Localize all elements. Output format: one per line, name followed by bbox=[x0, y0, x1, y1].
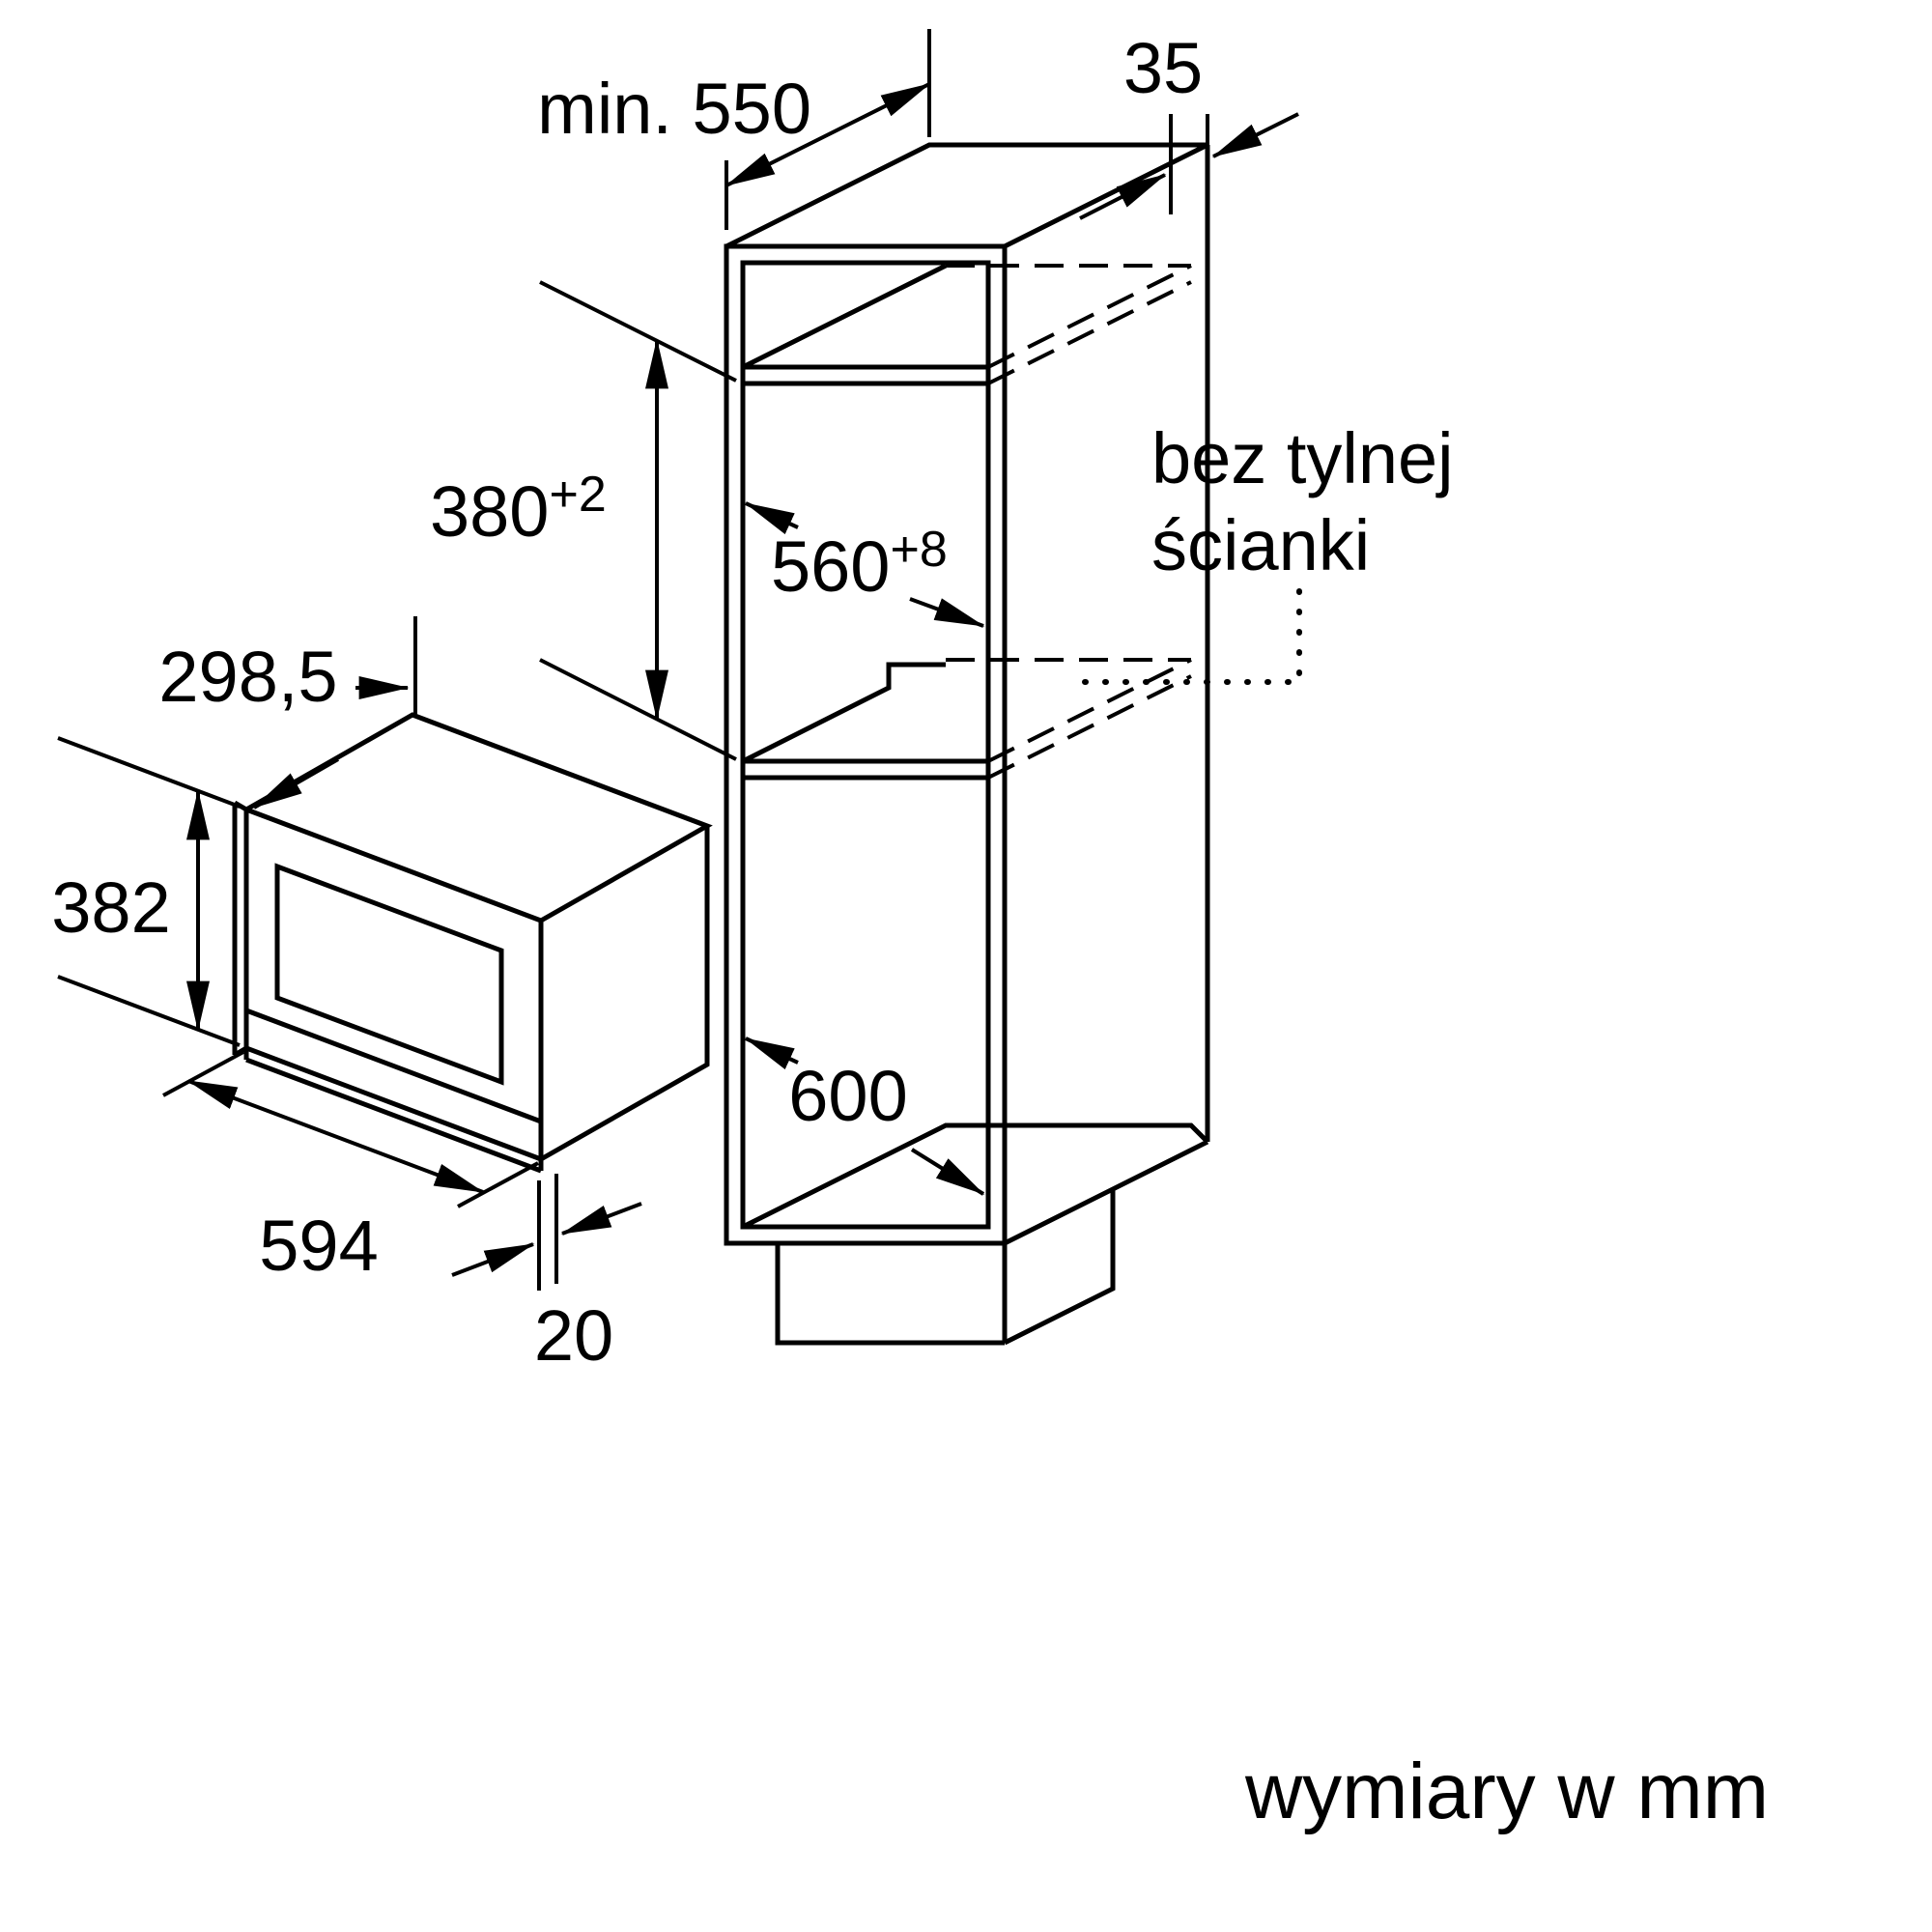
dimension-arrow-line bbox=[451, 1242, 535, 1277]
dimension-appliance-depth: 298,5 bbox=[158, 616, 417, 810]
dim-niche-height-label: 380+2 bbox=[430, 467, 607, 552]
dimension-arrow-line bbox=[1211, 112, 1299, 158]
dimension-arrow-line bbox=[560, 1202, 642, 1236]
dimension-niche-height: 380+2 bbox=[430, 280, 737, 761]
dim-top-gap-label: 35 bbox=[1123, 28, 1203, 108]
dimension-arrow-line bbox=[1079, 173, 1167, 220]
dim-lower-niche-label: 600 bbox=[788, 1056, 907, 1136]
dim-niche-width-label: 560+8 bbox=[771, 522, 948, 607]
dim-min-depth-label: min. 550 bbox=[537, 69, 811, 149]
extension-lines bbox=[539, 280, 737, 761]
extension-lines bbox=[1169, 114, 1209, 214]
dimension-appliance-height: 382 bbox=[51, 736, 241, 1047]
microwave-oven bbox=[232, 712, 713, 1174]
dimension-arrow-line bbox=[252, 757, 339, 810]
dimension-appliance-width: 594 bbox=[162, 1050, 539, 1286]
dimension-min-depth: min. 550 bbox=[537, 29, 931, 230]
dimension-arrow-line bbox=[744, 501, 799, 535]
extension-lines bbox=[162, 1050, 539, 1208]
no-back-wall-line1: bez tylnej bbox=[1151, 418, 1454, 498]
dimension-arrow-line bbox=[724, 82, 931, 187]
dimension-door-offset: 20 bbox=[451, 1174, 642, 1376]
dim-door-offset-label: 20 bbox=[534, 1295, 613, 1376]
units-note: wymiary w mm bbox=[1244, 1747, 1769, 1835]
note-no-back-wall: bez tylnej ścianki bbox=[1081, 418, 1454, 685]
dimension-arrow-line bbox=[910, 1148, 985, 1196]
no-back-wall-line2: ścianki bbox=[1151, 505, 1370, 585]
dimension-top-gap: 35 bbox=[1079, 28, 1299, 220]
microwave-body bbox=[243, 712, 713, 1163]
dim-appliance-width-label: 594 bbox=[259, 1206, 378, 1286]
dimension-niche-width: 560+8 bbox=[744, 501, 985, 628]
cabinet-plinth bbox=[775, 1189, 1116, 1346]
dimension-arrow-line bbox=[186, 1079, 485, 1194]
dimension-arrow-line bbox=[744, 1037, 799, 1070]
cabinet-shelves bbox=[741, 263, 1209, 1230]
extension-lines bbox=[537, 1174, 558, 1291]
dimension-arrow-line bbox=[909, 597, 985, 628]
dimension-lower-niche: 600 bbox=[744, 1037, 985, 1196]
dim-appliance-height-label: 382 bbox=[51, 867, 170, 948]
cabinet-hidden-edges bbox=[946, 264, 1192, 780]
dim-appliance-depth-label: 298,5 bbox=[158, 637, 337, 717]
cabinet-column bbox=[724, 142, 1210, 1346]
no-back-wall-leader-line bbox=[1081, 588, 1302, 685]
